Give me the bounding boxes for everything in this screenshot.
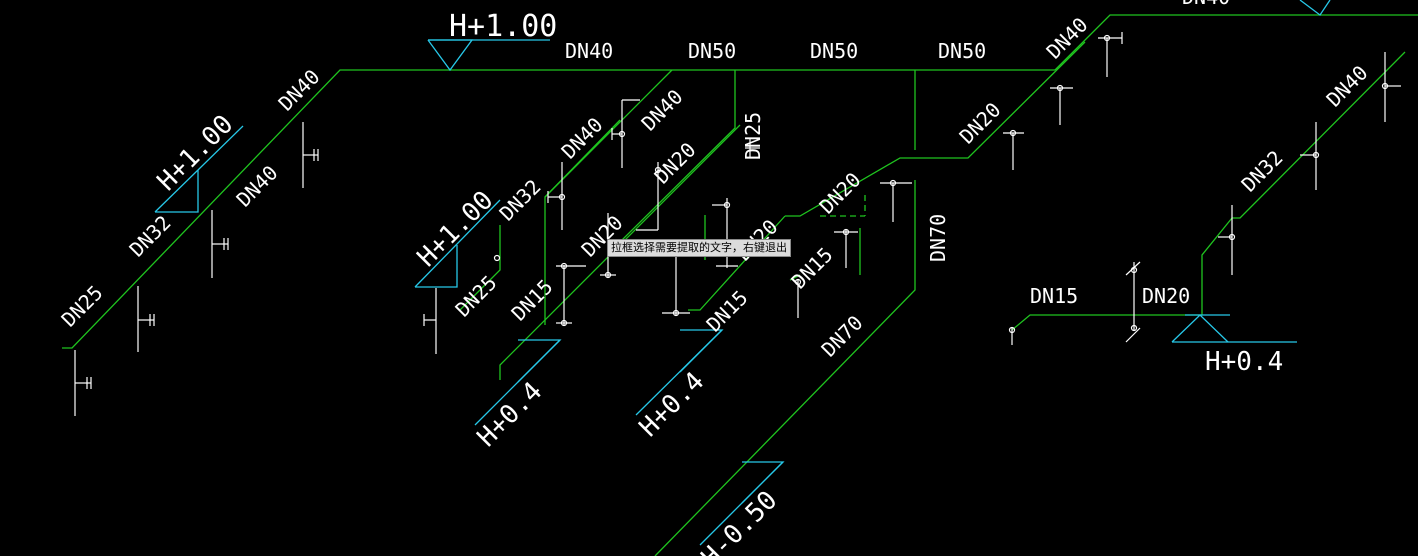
label-dn70-vertical: DN70 — [926, 214, 950, 262]
pipe-top-right — [1054, 14, 1418, 71]
label-dn15-mid: DN15 — [507, 275, 558, 326]
label-dn50-c: DN50 — [938, 39, 986, 63]
elevation-label-h100-top: H+1.00 — [449, 9, 557, 44]
elevation-markers — [154, 0, 1331, 546]
label-dn32-right: DN32 — [1237, 146, 1288, 197]
label-dn40-top: DN40 — [565, 39, 613, 63]
label-dn25-vertical: DN25 — [741, 112, 765, 160]
label-dn25-mid: DN25 — [451, 271, 502, 322]
elevation-label-h100-mid: H+1.00 — [412, 185, 500, 273]
label-dn40-left-mid: DN40 — [232, 161, 283, 212]
label-dn20-mid-d: DN20 — [815, 168, 866, 219]
label-dn50-b: DN50 — [810, 39, 858, 63]
fixture-symbols — [74, 32, 1401, 416]
label-dn15-mid-b: DN15 — [787, 243, 838, 294]
label-dn20-branch: DN20 — [650, 138, 701, 189]
label-dn15-right: DN15 — [1030, 284, 1078, 308]
label-dn70-diagonal: DN70 — [817, 311, 868, 362]
label-dn40-branch-b: DN40 — [637, 85, 688, 136]
pipe-labels: DN40 DN40 DN32 DN25 DN40 DN50 DN50 DN50 … — [57, 0, 1373, 362]
label-dn40-right: DN40 — [1322, 61, 1373, 112]
elevation-marker-h100-mid — [414, 199, 501, 288]
label-dn50-a: DN50 — [688, 39, 736, 63]
elevation-label-h100-left: H+1.00 — [152, 109, 240, 197]
label-dn40-top-right: DN40 — [1042, 13, 1093, 64]
pipe-small-3 — [789, 274, 801, 281]
label-dn20-right: DN20 — [955, 98, 1006, 149]
label-dn32-left: DN32 — [125, 211, 176, 262]
select-text-tooltip: 拉框选择需要提取的文字，右键退出 — [607, 239, 791, 257]
pipe-left-riser — [62, 69, 1055, 349]
elevation-label-h050: H-0.50 — [696, 485, 784, 556]
pipe-dn70 — [654, 180, 916, 556]
pipe-left-mid — [459, 225, 501, 311]
elevation-label-h04-right: H+0.4 — [1205, 347, 1283, 377]
elevation-marker-h100-top-tri — [427, 39, 474, 72]
label-dn20-right-b: DN20 — [1142, 284, 1190, 308]
elevation-marker-h100-left — [154, 125, 244, 213]
label-dn25-left: DN25 — [57, 281, 108, 332]
pipe-main-diagonal — [785, 41, 1086, 217]
elevation-marker-top-right — [1299, 0, 1331, 16]
label-dn40-top-left: DN40 — [274, 65, 325, 116]
label-dn32-mid: DN32 — [495, 175, 546, 226]
label-dn40-corner: DN40 — [1182, 0, 1230, 9]
pipe-dn25-drop — [621, 70, 736, 241]
pipe-mid-branch — [499, 124, 741, 380]
pipe-right-riser — [1011, 51, 1406, 331]
elevation-labels: H+1.00 H+1.00 H+1.00 H+0.4 H+0.4 H+0.4 H… — [152, 9, 1284, 556]
elevation-label-h04-b: H+0.4 — [634, 366, 711, 443]
label-dn15-mid-c: DN15 — [702, 286, 753, 337]
pipe-dn32-left — [544, 119, 621, 198]
elevation-label-h04-a: H+0.4 — [472, 376, 549, 453]
label-dn40-branch: DN40 — [557, 113, 608, 164]
pipe-network — [62, 14, 1418, 556]
